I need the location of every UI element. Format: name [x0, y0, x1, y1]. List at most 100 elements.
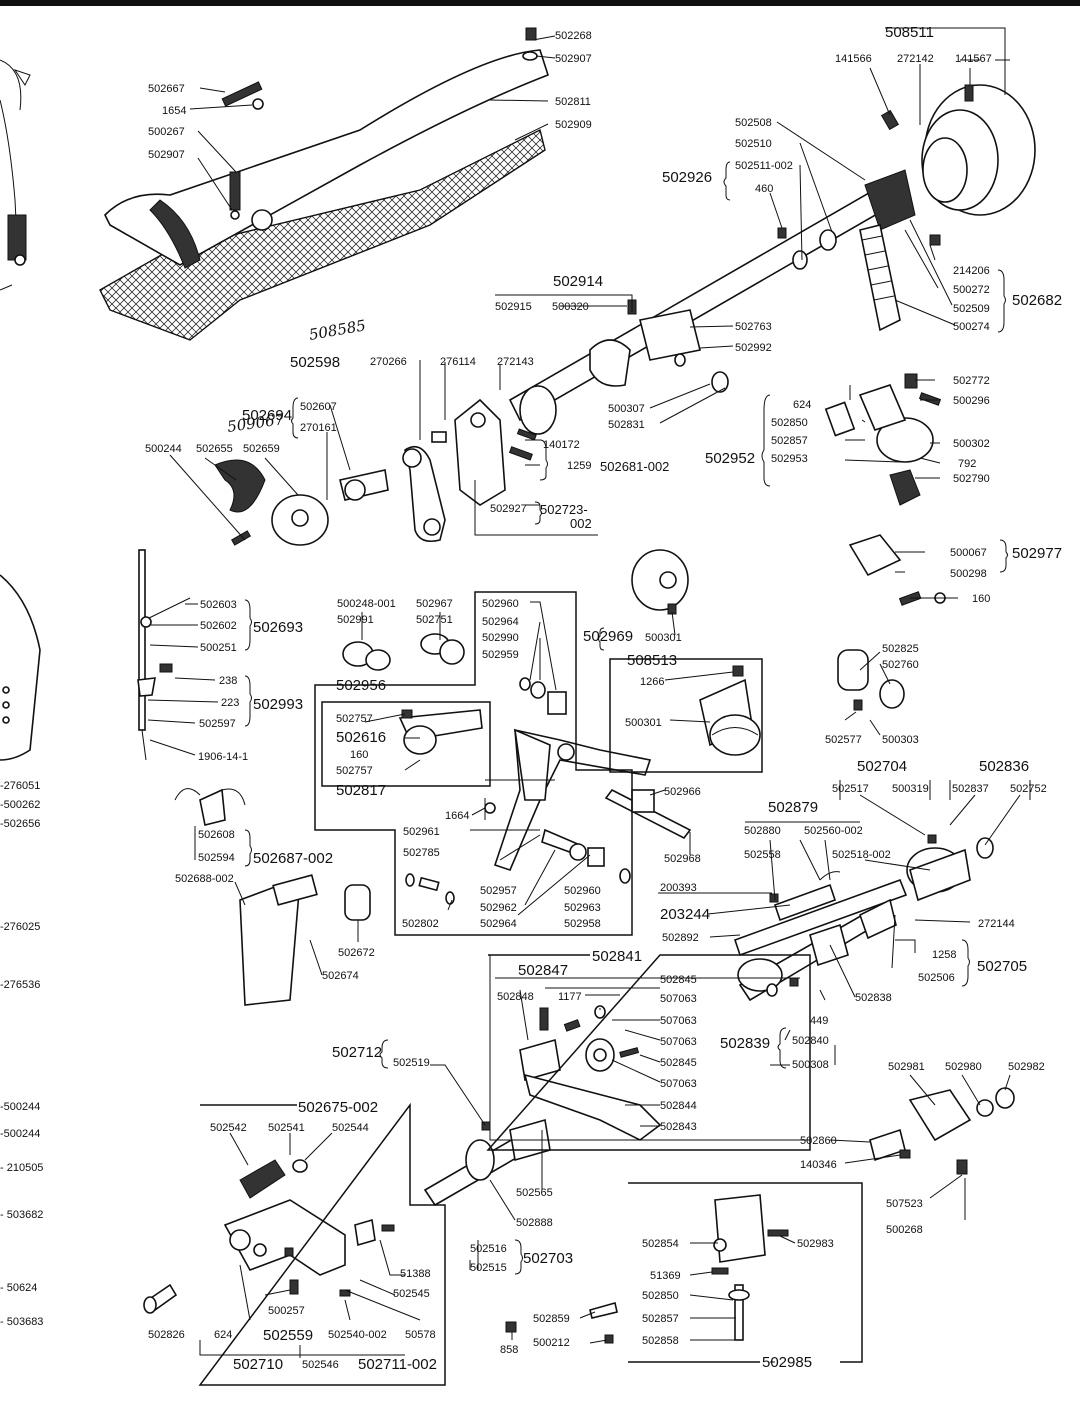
label-502518-002: 502518-002: [832, 849, 891, 861]
label-502845b: 502845: [660, 1057, 697, 1069]
label-502508: 502508: [735, 117, 772, 129]
label-502519: 502519: [393, 1057, 430, 1069]
label-502667: 502667: [148, 83, 185, 95]
label-1906-14-1: 1906-14-1: [198, 751, 248, 763]
label-502964b: 502964: [480, 918, 517, 930]
label-1259: 1259: [567, 460, 591, 472]
label-502981: 502981: [888, 1061, 925, 1073]
label-502544: 502544: [332, 1122, 369, 1134]
small-parts-bottom: [505, 1087, 1015, 1344]
label-502969: 502969: [583, 628, 633, 645]
label-500319: 500319: [892, 783, 929, 795]
label-502844: 502844: [660, 1100, 697, 1112]
label-502968: 502968: [664, 853, 701, 865]
label-502703: 502703: [523, 1250, 573, 1267]
label-223: 223: [221, 697, 239, 709]
box-502841: [486, 954, 811, 1151]
label-502594: 502594: [198, 852, 235, 864]
502966-slide: [604, 788, 692, 840]
label-500262: -500262: [0, 799, 40, 811]
label-270266: 270266: [370, 356, 407, 368]
label-500308: 500308: [792, 1059, 829, 1071]
label-502559: 502559: [263, 1327, 313, 1344]
label-50578: 50578: [405, 1329, 436, 1341]
label-500244c: -500244: [0, 1128, 40, 1140]
label-203244: 203244: [660, 906, 710, 923]
label-272143: 272143: [497, 356, 534, 368]
bracket-marks: [244, 161, 1008, 1275]
label-502558: 502558: [744, 849, 781, 861]
label-502710: 502710: [233, 1356, 283, 1373]
label-502705: 502705: [977, 958, 1027, 975]
502826-pin: [143, 1283, 178, 1314]
label-502836: 502836: [979, 758, 1029, 775]
label-624b: 624: [214, 1329, 232, 1341]
label-500298: 500298: [950, 568, 987, 580]
label-160b: 160: [350, 749, 368, 761]
label-502577: 502577: [825, 734, 862, 746]
label-500296: 500296: [953, 395, 990, 407]
label-272142: 272142: [897, 53, 934, 65]
label-502723: 502723-: [540, 502, 588, 517]
label-502825: 502825: [882, 643, 919, 655]
label-500268: 500268: [886, 1224, 923, 1236]
label-508511: 508511: [885, 24, 934, 41]
label-502516: 502516: [470, 1243, 507, 1255]
leader-lines: [147, 27, 1031, 1363]
label-502540-002: 502540-002: [328, 1329, 387, 1341]
label-500212: 500212: [533, 1337, 570, 1349]
label-270161: 270161: [300, 422, 337, 434]
label-502952: 502952: [705, 450, 755, 467]
label-507063a: 507063: [660, 993, 697, 1005]
label-502977: 502977: [1012, 545, 1062, 562]
label-500272: 500272: [953, 284, 990, 296]
label-502674: 502674: [322, 970, 359, 982]
label-502860: 502860: [800, 1135, 837, 1147]
label-502545: 502545: [393, 1288, 430, 1300]
label-502811: 502811: [555, 96, 591, 108]
stitch-regulator-group: [519, 1005, 662, 1141]
label-502907a: 502907: [555, 53, 592, 65]
label-502616: 502616: [336, 729, 386, 746]
label-502892: 502892: [662, 932, 699, 944]
label-502723b: 002: [570, 516, 592, 531]
thread-tension-group: [824, 373, 946, 606]
label-502772: 502772: [953, 375, 990, 387]
label-51369: 51369: [650, 1270, 681, 1282]
label-502990: 502990: [482, 632, 519, 644]
box-502985: [628, 1182, 863, 1363]
502825-bushing: [837, 649, 905, 711]
label-502907b: 502907: [148, 149, 185, 161]
label-507523: 507523: [886, 1198, 923, 1210]
label-502751: 502751: [416, 614, 453, 626]
feed-shaft-502839: [737, 898, 897, 1002]
label-502958: 502958: [564, 918, 601, 930]
label-502656: -502656: [0, 818, 40, 830]
presser-bar-group: [174, 788, 371, 1006]
label-502560-002: 502560-002: [804, 825, 863, 837]
label-503683: - 503683: [0, 1316, 43, 1328]
label-502760: 502760: [882, 659, 919, 671]
label-500267: 500267: [148, 126, 185, 138]
label-502511-002: 502511-002: [735, 160, 793, 172]
label-502509: 502509: [953, 303, 990, 315]
label-502506: 502506: [918, 972, 955, 984]
label-140346: 140346: [800, 1159, 837, 1171]
label-502757b: 502757: [336, 765, 373, 777]
label-507063b: 507063: [660, 1015, 697, 1027]
label-502841: 502841: [592, 948, 642, 965]
label-500320: 500320: [552, 301, 589, 313]
label-502802: 502802: [402, 918, 439, 930]
label-1664: 1664: [445, 810, 469, 822]
label-502858: 502858: [642, 1335, 679, 1347]
label-502888: 502888: [516, 1217, 553, 1229]
label-276025: -276025: [0, 921, 40, 933]
label-502607: 502607: [300, 401, 337, 413]
label-1258: 1258: [932, 949, 956, 961]
label-500274: 500274: [953, 321, 990, 333]
feed-mechanism-group: [342, 633, 652, 905]
label-502879: 502879: [768, 799, 818, 816]
label-502268: 502268: [555, 30, 592, 42]
label-502848: 502848: [497, 991, 534, 1003]
